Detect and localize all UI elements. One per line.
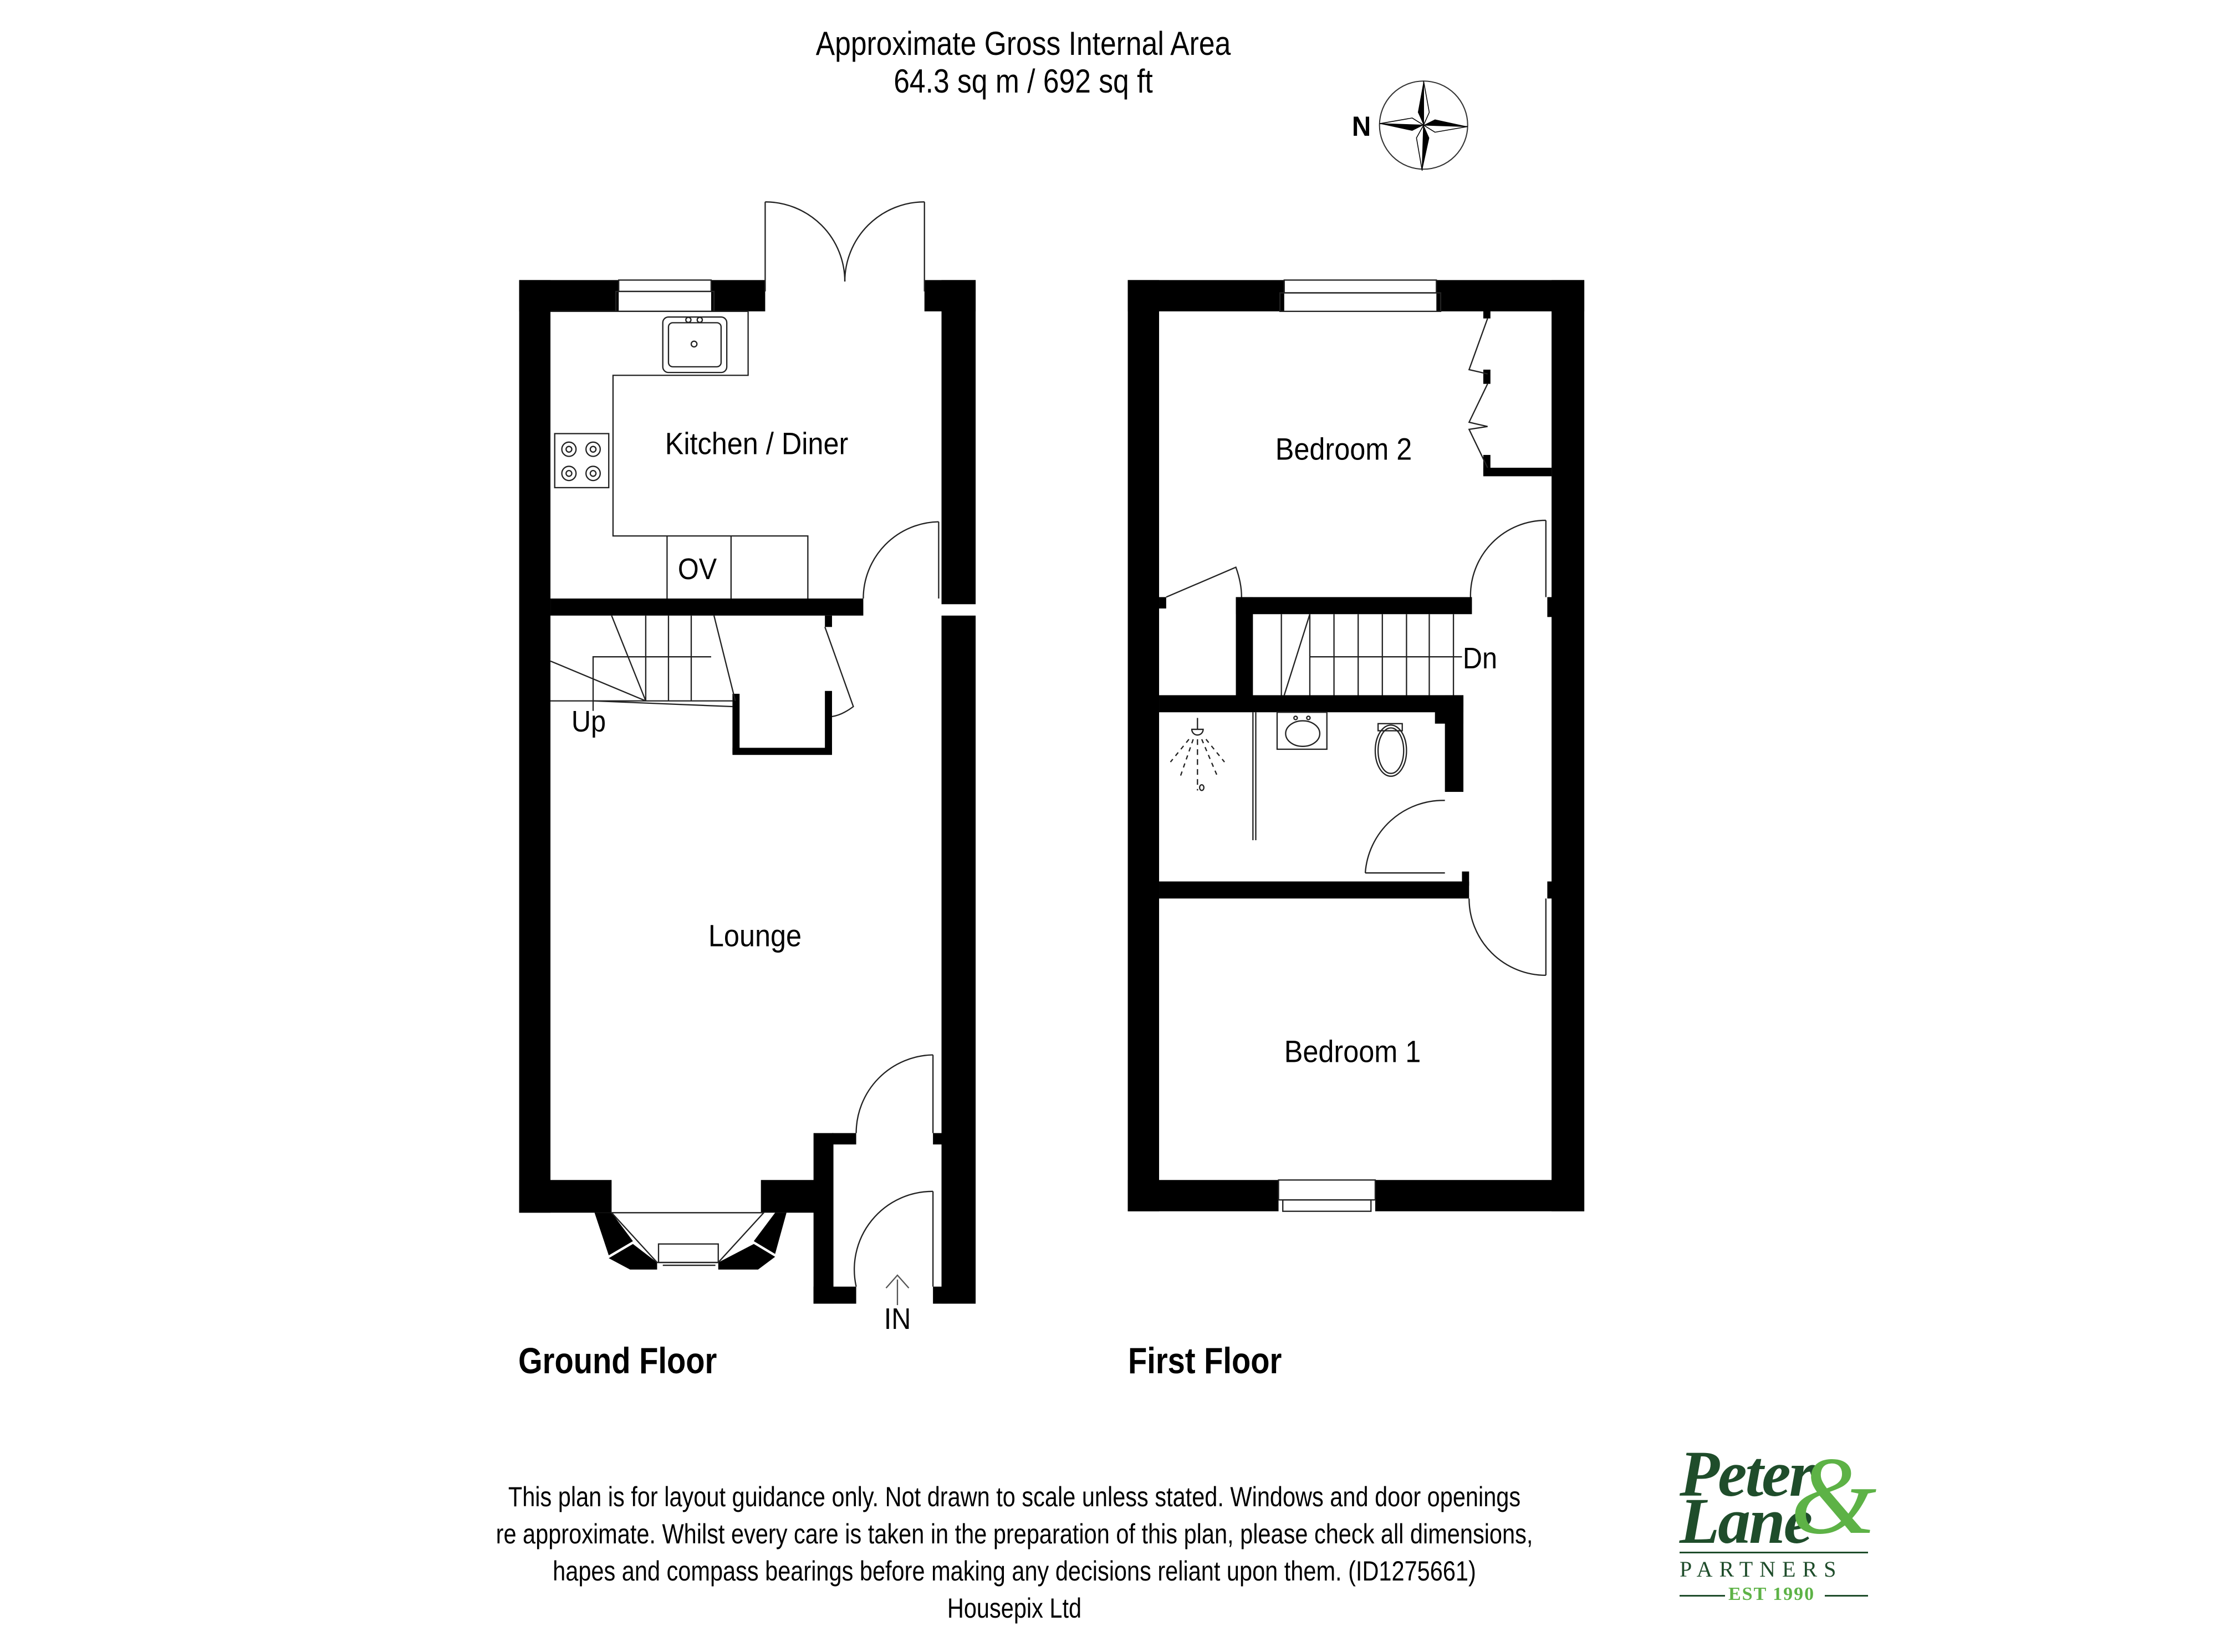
logo-word-lane: Lane <box>1680 1485 1813 1557</box>
disclaimer-line: hapes and compass bearings before making… <box>553 1556 1476 1587</box>
area-title: Approximate Gross Internal Area <box>815 25 1231 62</box>
room-label-lounge: Lounge <box>708 918 802 953</box>
first-floor-linework <box>1166 279 1547 1212</box>
first-floor-plan <box>1127 280 1585 1211</box>
logo-partners: PARTNERS <box>1680 1557 1843 1582</box>
compass-north-label: N <box>1351 111 1371 142</box>
disclaimer-line: This plan is for layout guidance only. N… <box>508 1481 1521 1512</box>
ground-floor-linework <box>550 201 940 1287</box>
first-floor-title: First Floor <box>1128 1340 1282 1381</box>
logo-rule-top <box>1680 1552 1868 1553</box>
compass-rose-icon <box>1379 80 1468 171</box>
logo-word-peter: Peter <box>1680 1438 1815 1510</box>
logo-rule-right <box>1825 1595 1868 1597</box>
entrance-label: IN <box>884 1302 911 1336</box>
disclaimer: This plan is for layout guidance only. N… <box>299 1479 1729 1627</box>
agency-logo: Peter Lane & PARTNERS EST 1990 <box>1680 1435 1890 1604</box>
logo-ampersand: & <box>1790 1435 1877 1557</box>
room-label-bedroom-2: Bedroom 2 <box>1275 431 1412 467</box>
entrance-arrow-icon <box>885 1274 910 1306</box>
room-label-kitchen-diner: Kitchen / Diner <box>665 426 849 461</box>
disclaimer-credit: Housepix Ltd <box>947 1593 1082 1624</box>
logo-rule-left <box>1680 1595 1725 1597</box>
stairs-up-label: Up <box>571 705 606 738</box>
logo-established: EST 1990 <box>1728 1584 1815 1604</box>
area-value: 64.3 sq m / 692 sq ft <box>894 63 1153 100</box>
oven-label: OV <box>677 553 717 586</box>
ground-floor-plan <box>519 280 976 1304</box>
room-label-bedroom-1: Bedroom 1 <box>1284 1034 1421 1069</box>
stairs-down-label: Dn <box>1462 642 1498 675</box>
ground-floor-title: Ground Floor <box>518 1340 717 1381</box>
disclaimer-line: re approximate. Whilst every care is tak… <box>496 1518 1533 1549</box>
area-header: Approximate Gross Internal Area 64.3 sq … <box>0 25 2047 100</box>
